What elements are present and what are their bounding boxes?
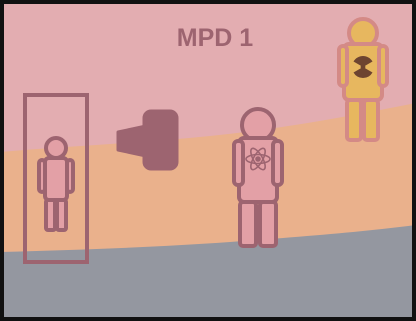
atom-person-right-arm — [273, 141, 282, 185]
page-title: MPD 1 — [177, 24, 254, 52]
atom-person-right-leg — [260, 202, 276, 246]
radiation-person-left-leg — [347, 100, 361, 140]
radiation-person-right-arm — [379, 46, 387, 86]
device-cone — [118, 126, 146, 156]
small-person-head — [46, 138, 66, 158]
atom-person-icon — [234, 109, 282, 246]
atom-person-left-leg — [240, 202, 256, 246]
atom-person-left-arm — [234, 141, 243, 185]
device-body — [144, 111, 177, 169]
small-person-torso — [45, 158, 67, 200]
radiation-person-right-leg — [364, 100, 378, 140]
small-person-left-arm — [39, 160, 45, 192]
radiation-person-left-arm — [339, 46, 347, 86]
small-person-left-leg — [46, 200, 55, 230]
small-person-right-arm — [67, 160, 73, 192]
small-person-right-leg — [57, 200, 66, 230]
